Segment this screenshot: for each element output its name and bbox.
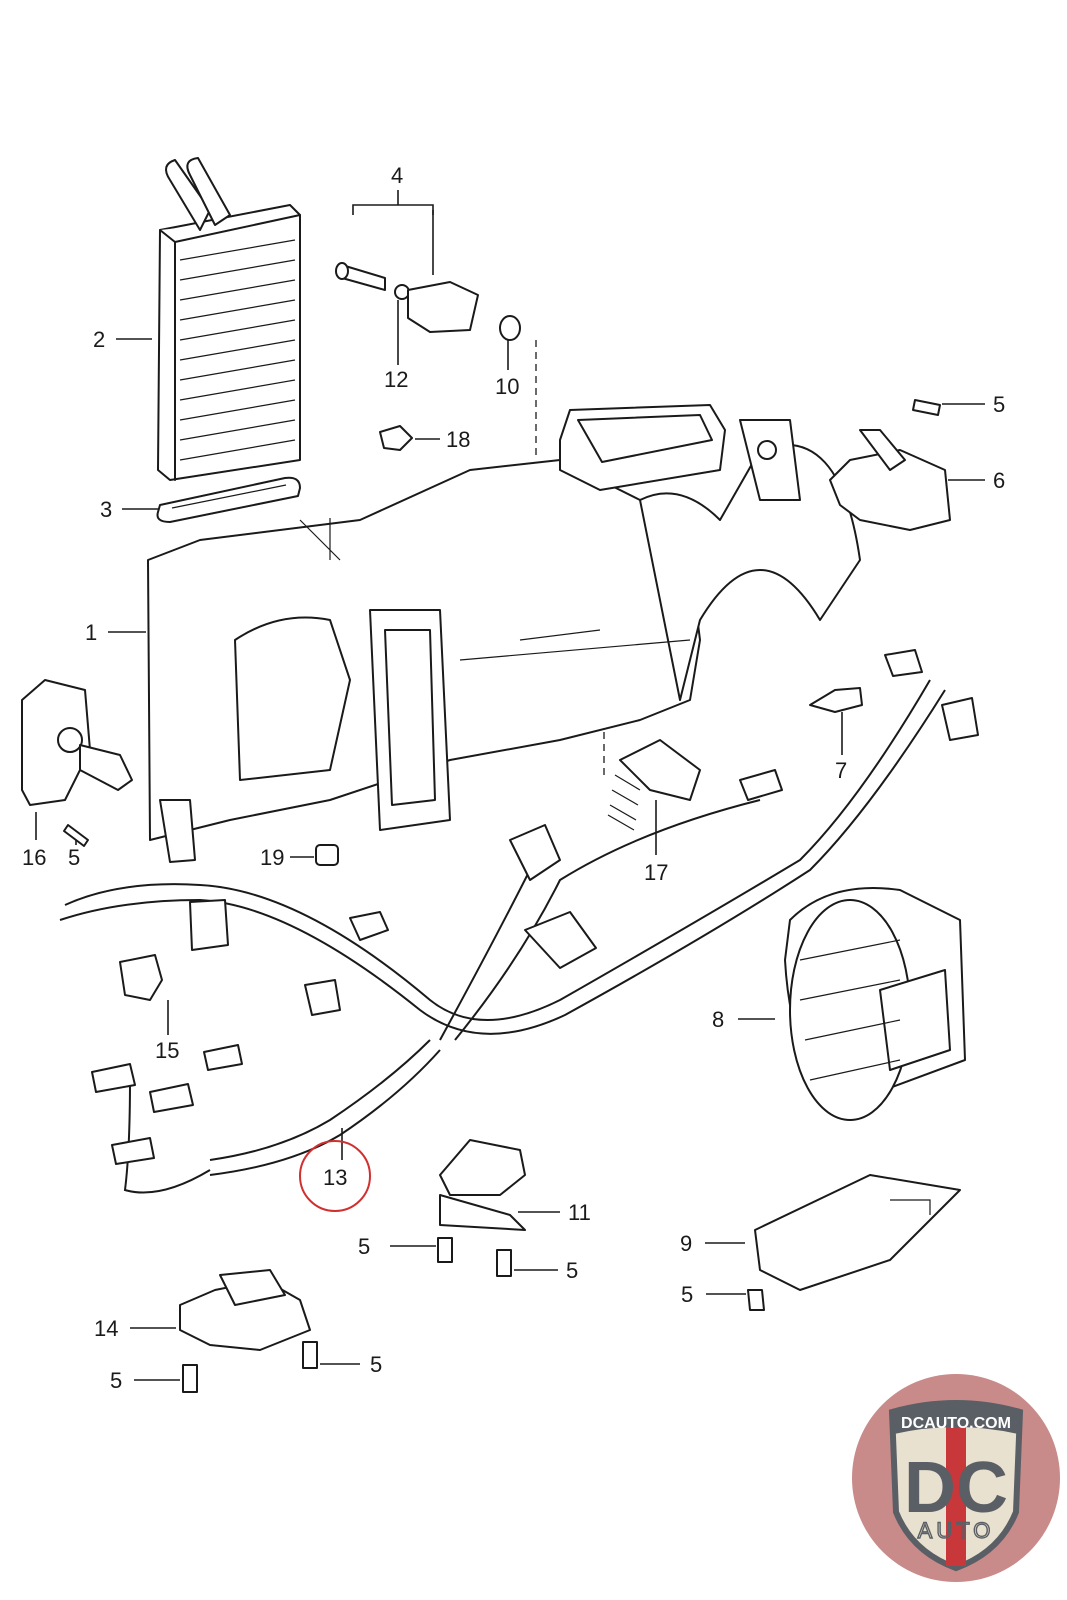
screw-part[interactable] (437, 1237, 453, 1263)
callout-11[interactable]: 11 (568, 1200, 591, 1225)
callout-4[interactable]: 4 (391, 163, 403, 188)
callout-13[interactable]: 13 (323, 1165, 347, 1190)
clip-part[interactable] (379, 425, 413, 451)
sensor-bracket-part[interactable] (829, 429, 951, 531)
screw-part[interactable] (496, 1249, 512, 1277)
callout-14[interactable]: 14 (94, 1316, 118, 1341)
leader-lines (35, 300, 985, 1381)
dcauto-logo[interactable]: DCAUTO.COM DC AUTO (850, 1372, 1062, 1584)
sensor-14-part[interactable] (179, 1269, 311, 1351)
blower-motor-part[interactable] (784, 887, 966, 1121)
sensor-11-part[interactable] (439, 1139, 526, 1231)
part-4-group[interactable] (335, 190, 479, 333)
callout-10[interactable]: 10 (495, 374, 519, 399)
actuator-left-part[interactable] (21, 679, 133, 806)
callout-5[interactable]: 5 (358, 1234, 370, 1259)
callout-3[interactable]: 3 (100, 497, 112, 522)
heater-box-housing[interactable] (147, 404, 861, 863)
callout-5[interactable]: 5 (566, 1258, 578, 1283)
callout-5[interactable]: 5 (110, 1368, 122, 1393)
callout-12[interactable]: 12 (384, 367, 408, 392)
screw-part[interactable] (182, 1364, 198, 1393)
callout-6[interactable]: 6 (993, 468, 1005, 493)
heater-core-part[interactable] (157, 157, 301, 481)
plug-part[interactable] (315, 844, 339, 866)
logo-word: AUTO (918, 1518, 995, 1543)
logo-stripe (946, 1422, 966, 1566)
screw-part[interactable] (912, 399, 941, 416)
logo-site-text: DCAUTO.COM (901, 1415, 1011, 1432)
callout-5[interactable]: 5 (68, 845, 80, 870)
callout-labels: 1 2 3 4 5 5 5 5 5 5 5 6 7 8 9 10 11 12 1… (22, 163, 1005, 1393)
callout-5[interactable]: 5 (370, 1352, 382, 1377)
callout-2[interactable]: 2 (93, 327, 105, 352)
screw-part[interactable] (302, 1341, 318, 1369)
logo-banner (892, 1403, 1020, 1434)
callout-9[interactable]: 9 (680, 1231, 692, 1256)
blower-cover-part[interactable] (754, 1174, 961, 1291)
callout-7[interactable]: 7 (835, 758, 847, 783)
resistor-connector-part[interactable] (607, 739, 701, 831)
screw-part[interactable] (747, 1289, 765, 1311)
callout-18[interactable]: 18 (446, 427, 470, 452)
gasket-part[interactable] (156, 476, 301, 523)
wiring-harness-part[interactable] (59, 649, 979, 1194)
callout-5[interactable]: 5 (993, 392, 1005, 417)
callout-16[interactable]: 16 (22, 845, 46, 870)
callout-19[interactable]: 19 (260, 845, 284, 870)
callout-8[interactable]: 8 (712, 1007, 724, 1032)
o-ring-part[interactable] (499, 315, 521, 341)
callout-1[interactable]: 1 (85, 620, 97, 645)
highlight-circle-13 (299, 1140, 371, 1212)
temperature-sensor-part[interactable] (809, 687, 863, 713)
callout-15[interactable]: 15 (155, 1038, 179, 1063)
screw-part[interactable] (63, 824, 89, 847)
callout-5[interactable]: 5 (681, 1282, 693, 1307)
callout-17[interactable]: 17 (644, 860, 668, 885)
logo-initials: DC (904, 1448, 1008, 1528)
